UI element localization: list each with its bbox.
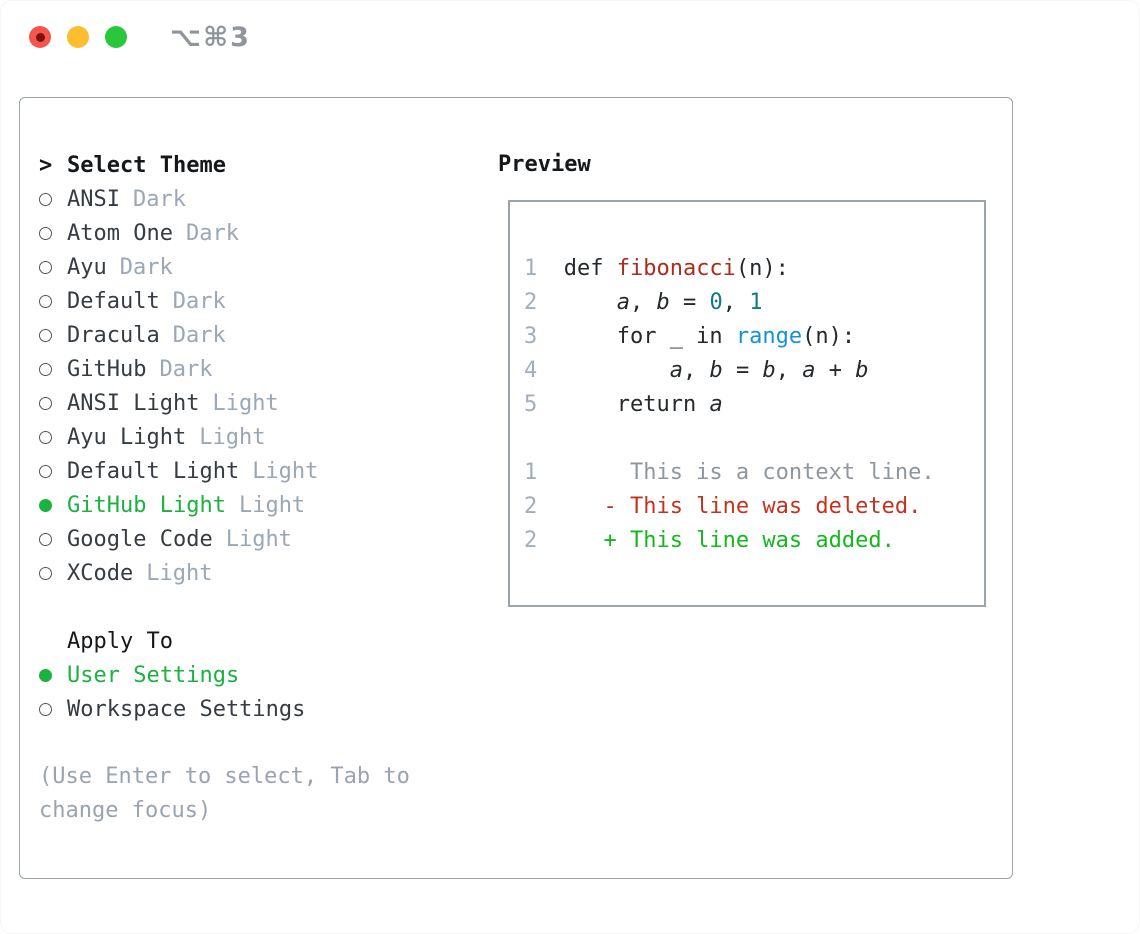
line-number: 3: [524, 324, 538, 349]
theme-variant: Dark: [172, 288, 226, 314]
radio-icon: [39, 226, 67, 240]
radio-selected-icon: [39, 498, 67, 512]
radio-icon: [39, 192, 67, 206]
theme-option[interactable]: GitHub Light Light: [39, 488, 479, 522]
spacer: [39, 726, 479, 760]
code-line: 2 a, b = 0, 1: [524, 286, 984, 320]
line-number: 2: [524, 290, 538, 315]
line-number: 5: [524, 392, 538, 417]
theme-option[interactable]: GitHub Dark: [39, 352, 479, 386]
theme-name: Default: [67, 288, 160, 314]
apply-to-label: User Settings: [67, 662, 240, 688]
select-theme-title: Select Theme: [67, 152, 226, 178]
theme-name: Default Light: [67, 458, 240, 484]
apply-to-header: Apply To: [39, 624, 479, 658]
theme-name: GitHub Light: [67, 492, 226, 518]
theme-name: GitHub: [67, 356, 147, 382]
theme-option[interactable]: Ayu Dark: [39, 250, 479, 284]
radio-icon: [39, 260, 67, 274]
theme-option[interactable]: XCode Light: [39, 556, 479, 590]
diff-line: 2 - This line was deleted.: [524, 490, 984, 524]
spacer: [39, 590, 479, 624]
zoom-button[interactable]: [105, 26, 127, 48]
diff-line: 1 This is a context line.: [524, 456, 984, 490]
theme-option[interactable]: Google Code Light: [39, 522, 479, 556]
keyboard-hint: (Use Enter to select, Tab to change focu…: [39, 764, 410, 823]
radio-icon: [39, 532, 67, 546]
theme-variant: Dark: [119, 254, 173, 280]
line-number: 4: [524, 358, 538, 383]
theme-variant: Light: [199, 424, 266, 450]
theme-option[interactable]: Ayu Light Light: [39, 420, 479, 454]
theme-variant: Dark: [172, 322, 226, 348]
theme-option[interactable]: Default Light Light: [39, 454, 479, 488]
radio-icon: [39, 396, 67, 410]
theme-variant: Light: [238, 492, 306, 518]
radio-icon: [39, 328, 67, 342]
radio-icon: [39, 430, 67, 444]
close-button[interactable]: [29, 26, 51, 48]
minimize-button[interactable]: [67, 26, 89, 48]
theme-name: Dracula: [67, 322, 160, 348]
radio-icon: [39, 464, 67, 478]
radio-icon: [39, 566, 67, 580]
prompt-caret-icon: >: [39, 152, 53, 178]
theme-variant: Light: [252, 458, 319, 484]
spacer: [524, 422, 984, 456]
theme-option[interactable]: Atom One Dark: [39, 216, 479, 250]
titlebar: ⌥⌘3: [0, 0, 1140, 74]
theme-variant: Light: [146, 560, 213, 586]
code-line: 5 return a: [524, 388, 984, 422]
theme-name: ANSI: [67, 186, 120, 212]
code-line: 3 for _ in range(n):: [524, 320, 984, 354]
theme-variant: Dark: [159, 356, 213, 382]
theme-variant: Light: [225, 526, 292, 552]
theme-option[interactable]: Default Dark: [39, 284, 479, 318]
line-number: 1: [524, 460, 538, 485]
select-theme-header: > Select Theme: [39, 148, 479, 182]
theme-name: Ayu Light: [67, 424, 187, 450]
line-number: 2: [524, 494, 538, 519]
preview-title: Preview: [498, 152, 591, 177]
theme-variant: Light: [212, 390, 279, 416]
diff-sample: 1 This is a context line.2 - This line w…: [524, 456, 984, 558]
theme-name: XCode: [67, 560, 134, 586]
apply-to-option[interactable]: User Settings: [39, 658, 479, 692]
window-title: ⌥⌘3: [170, 22, 251, 53]
apply-to-title: Apply To: [67, 628, 173, 654]
theme-name: Ayu: [67, 254, 107, 280]
radio-selected-icon: [39, 668, 67, 682]
theme-option[interactable]: ANSI Light Light: [39, 386, 479, 420]
theme-option[interactable]: Dracula Dark: [39, 318, 479, 352]
line-number: 2: [524, 528, 538, 553]
radio-icon: [39, 294, 67, 308]
radio-icon: [39, 702, 67, 716]
radio-icon: [39, 362, 67, 376]
theme-option[interactable]: ANSI Dark: [39, 182, 479, 216]
theme-name: Google Code: [67, 526, 213, 552]
code-line: 4 a, b = b, a + b: [524, 354, 984, 388]
apply-to-label: Workspace Settings: [67, 696, 306, 722]
theme-variant: Dark: [132, 186, 186, 212]
theme-name: ANSI Light: [67, 390, 200, 416]
diff-line: 2 + This line was added.: [524, 524, 984, 558]
line-number: 1: [524, 256, 538, 281]
theme-variant: Dark: [185, 220, 239, 246]
apply-to-option[interactable]: Workspace Settings: [39, 692, 479, 726]
theme-name: Atom One: [67, 220, 173, 246]
